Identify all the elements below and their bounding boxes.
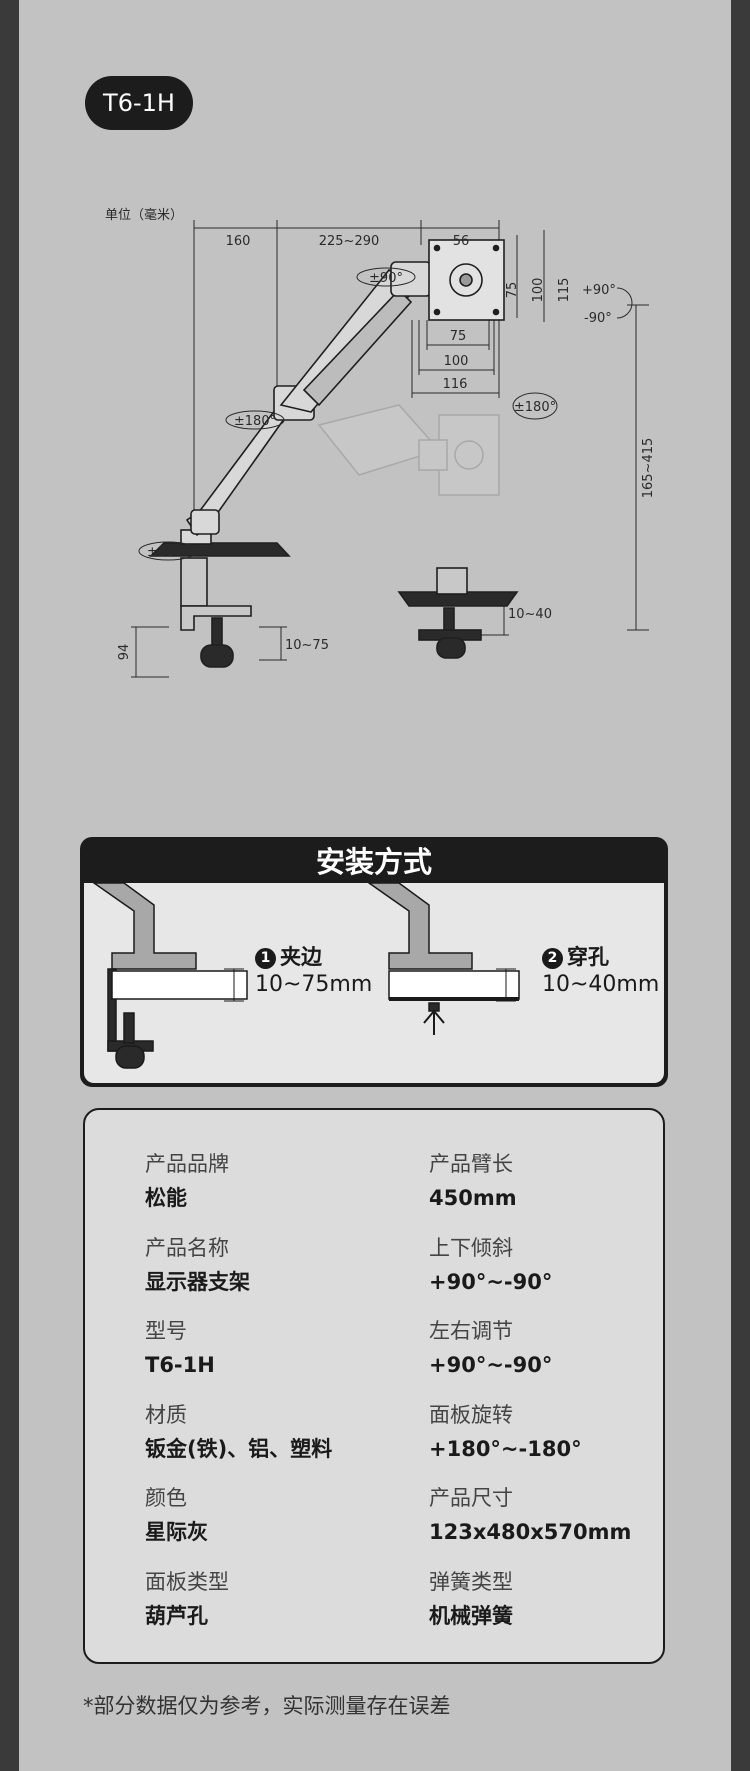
method-number-icon: 1 [255, 948, 276, 969]
vesa-vertical-100: 100 [531, 278, 546, 303]
method-grommet-label: 穿孔 [567, 945, 609, 969]
clamp-height-label: 94 [117, 644, 132, 661]
unit-label: 单位（毫米） [105, 207, 183, 223]
spec-tilt: 上下倾斜+90°~-90° [429, 1236, 553, 1294]
dimension-diagram: 单位（毫米） 160 225~290 56 ±90° ±180° ±180° ±… [105, 207, 656, 678]
clamp-mount-illustration [92, 883, 520, 1069]
tilt-down-label: -90° [584, 311, 612, 326]
height-range-label: 165~415 [641, 438, 656, 499]
spec-rotation: 面板旋转+180°~-180° [429, 1403, 582, 1461]
install-title: 安装方式 [315, 845, 432, 879]
vesa-horizontal-100: 100 [444, 354, 469, 369]
dim-arm-base: 160 [226, 234, 251, 249]
method-number-icon: 2 [542, 948, 563, 969]
vesa-horizontal-75: 75 [450, 329, 467, 344]
spec-color: 颜色星际灰 [145, 1486, 208, 1544]
spec-brand: 产品品牌松能 [145, 1152, 229, 1210]
rotation-base-label: ±180° [147, 545, 189, 560]
footnote: *部分数据仅为参考，实际测量存在误差 [83, 1694, 451, 1718]
model-badge: T6-1H [85, 76, 193, 130]
spec-spring-type: 弹簧类型机械弹簧 [429, 1570, 513, 1628]
dim-head: 56 [453, 234, 470, 249]
spec-material: 材质钣金(铁)、铝、塑料 [145, 1403, 333, 1461]
spec-swivel: 左右调节+90°~-90° [429, 1319, 553, 1377]
clamp-range-label: 10~75 [285, 638, 329, 653]
vesa-horizontal-116: 116 [443, 377, 468, 392]
product-detail-page: T6-1H [19, 0, 731, 1771]
method-grommet-range: 10~40mm [542, 972, 660, 997]
install-methods-panel: 安装方式 [80, 837, 668, 1087]
vesa-vertical-75: 75 [505, 282, 520, 299]
method-clamp-label: 夹边 [280, 945, 322, 969]
rotation-mid-label: ±180° [234, 414, 276, 429]
method-clamp-range: 10~75mm [255, 972, 373, 997]
rotation-panel-label: ±180° [514, 400, 556, 415]
grommet-range-label: 10~40 [508, 607, 552, 622]
spec-panel-type: 面板类型葫芦孔 [145, 1570, 229, 1628]
spec-product-name: 产品名称显示器支架 [145, 1236, 250, 1294]
tilt-up-label: +90° [582, 283, 616, 298]
dim-arm-upper: 225~290 [319, 234, 380, 249]
vesa-vertical-115: 115 [557, 278, 572, 303]
rotation-upper-label: ±90° [369, 271, 403, 286]
